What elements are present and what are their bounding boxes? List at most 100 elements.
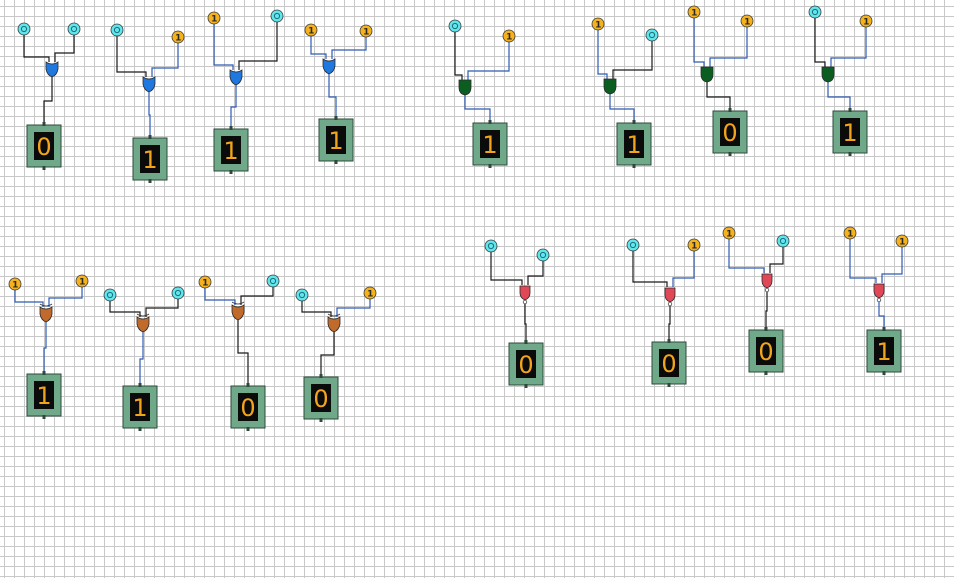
output-display[interactable]: 1 [132, 135, 168, 183]
output-display[interactable]: 1 [122, 383, 158, 431]
input-a[interactable]: 1 [198, 275, 212, 289]
output-display[interactable]: 0 [230, 383, 266, 431]
circuit-6: 11 [591, 17, 659, 168]
output-display[interactable]: 0 [26, 122, 62, 170]
output-display[interactable]: 1 [213, 126, 249, 174]
input-b[interactable]: 1 [75, 274, 89, 288]
output-display[interactable]: 1 [832, 108, 868, 156]
output-display-pin-bottom [229, 170, 233, 174]
input-b[interactable] [67, 22, 81, 36]
xor-gate[interactable] [231, 301, 245, 321]
output-display[interactable]: 0 [508, 340, 544, 388]
output-display[interactable]: 0 [651, 339, 687, 387]
output-display-screen [874, 337, 894, 365]
or-gate[interactable] [142, 76, 156, 93]
input-b-body [75, 274, 89, 288]
nor-gate[interactable] [761, 273, 773, 293]
output-display-pin-bottom [42, 166, 46, 170]
input-a[interactable]: 1 [207, 11, 221, 25]
input-b-label: 1 [363, 28, 369, 38]
nor-gate[interactable] [664, 287, 676, 307]
output-display[interactable]: 1 [616, 120, 652, 168]
output-display-pin-bottom [882, 371, 886, 375]
wire-input-a [632, 251, 668, 287]
output-display-pin-top [764, 327, 768, 331]
input-b-ring [269, 277, 277, 285]
input-a-body [103, 288, 117, 302]
and-gate[interactable] [700, 66, 714, 83]
input-a[interactable] [17, 22, 31, 36]
input-b[interactable]: 1 [687, 238, 701, 252]
output-display-pin-top [138, 383, 142, 387]
input-a[interactable]: 1 [843, 226, 857, 240]
input-b-label: 1 [506, 33, 512, 43]
output-display[interactable]: 0 [712, 108, 748, 156]
xor-gate[interactable] [39, 303, 53, 323]
output-display-screen [238, 393, 258, 421]
input-a[interactable]: 1 [687, 5, 701, 19]
output-display-screen [34, 381, 54, 409]
input-a[interactable]: 1 [722, 226, 736, 240]
output-display[interactable]: 1 [318, 116, 354, 164]
input-a[interactable] [484, 239, 498, 253]
output-display[interactable]: 1 [26, 371, 62, 419]
xor-gate[interactable] [136, 313, 150, 333]
output-display-screen [720, 118, 740, 146]
input-b[interactable] [270, 9, 284, 23]
xor-gate-arc [327, 313, 341, 317]
output-display-screen [516, 350, 536, 378]
input-a-body [304, 23, 318, 37]
and-gate-body [603, 78, 617, 95]
input-a[interactable] [448, 19, 462, 33]
input-b[interactable] [536, 248, 550, 262]
nor-gate-body [873, 283, 885, 299]
input-b[interactable] [645, 28, 659, 42]
input-b[interactable] [776, 234, 790, 248]
input-b[interactable] [266, 274, 280, 288]
output-display-digit: 1 [328, 127, 343, 155]
input-a-body [808, 5, 822, 19]
input-a[interactable] [295, 288, 309, 302]
nor-gate[interactable] [519, 285, 531, 305]
input-a-body [207, 11, 221, 25]
input-a[interactable] [808, 5, 822, 19]
input-b[interactable]: 1 [859, 14, 873, 28]
input-a[interactable]: 1 [8, 277, 22, 291]
or-gate[interactable] [45, 61, 59, 78]
output-display[interactable]: 1 [866, 327, 902, 375]
input-a-body [843, 226, 857, 240]
input-b[interactable]: 1 [740, 14, 754, 28]
input-b[interactable]: 1 [502, 29, 516, 43]
input-b[interactable]: 1 [359, 24, 373, 38]
input-b[interactable]: 1 [895, 234, 909, 248]
and-gate[interactable] [603, 78, 617, 95]
circuit-7: 1 1 0 [687, 5, 754, 156]
nor-gate-bubble [764, 287, 770, 293]
output-display[interactable]: 0 [748, 327, 784, 375]
input-a[interactable] [103, 288, 117, 302]
input-a-body [448, 19, 462, 33]
output-display[interactable]: 0 [303, 374, 339, 422]
input-a-body [198, 275, 212, 289]
or-gate-body [45, 61, 59, 78]
input-b[interactable]: 1 [171, 30, 185, 44]
output-display-pin-top [632, 120, 636, 124]
input-a[interactable]: 1 [304, 23, 318, 37]
input-a[interactable]: 1 [591, 17, 605, 31]
and-gate[interactable] [821, 66, 835, 83]
input-a[interactable] [626, 238, 640, 252]
input-b[interactable]: 1 [363, 286, 377, 300]
or-gate[interactable] [322, 58, 336, 75]
and-gate[interactable] [458, 79, 472, 96]
xor-gate-arc [39, 303, 53, 307]
input-a[interactable] [110, 23, 124, 37]
output-display[interactable]: 1 [472, 120, 508, 168]
input-b[interactable] [171, 286, 185, 300]
wire-output [878, 302, 885, 327]
xor-gate[interactable] [327, 313, 341, 333]
or-gate[interactable] [229, 69, 243, 86]
nor-gate[interactable] [873, 283, 885, 303]
input-b-body [359, 24, 373, 38]
output-display-pin-bottom [148, 179, 152, 183]
